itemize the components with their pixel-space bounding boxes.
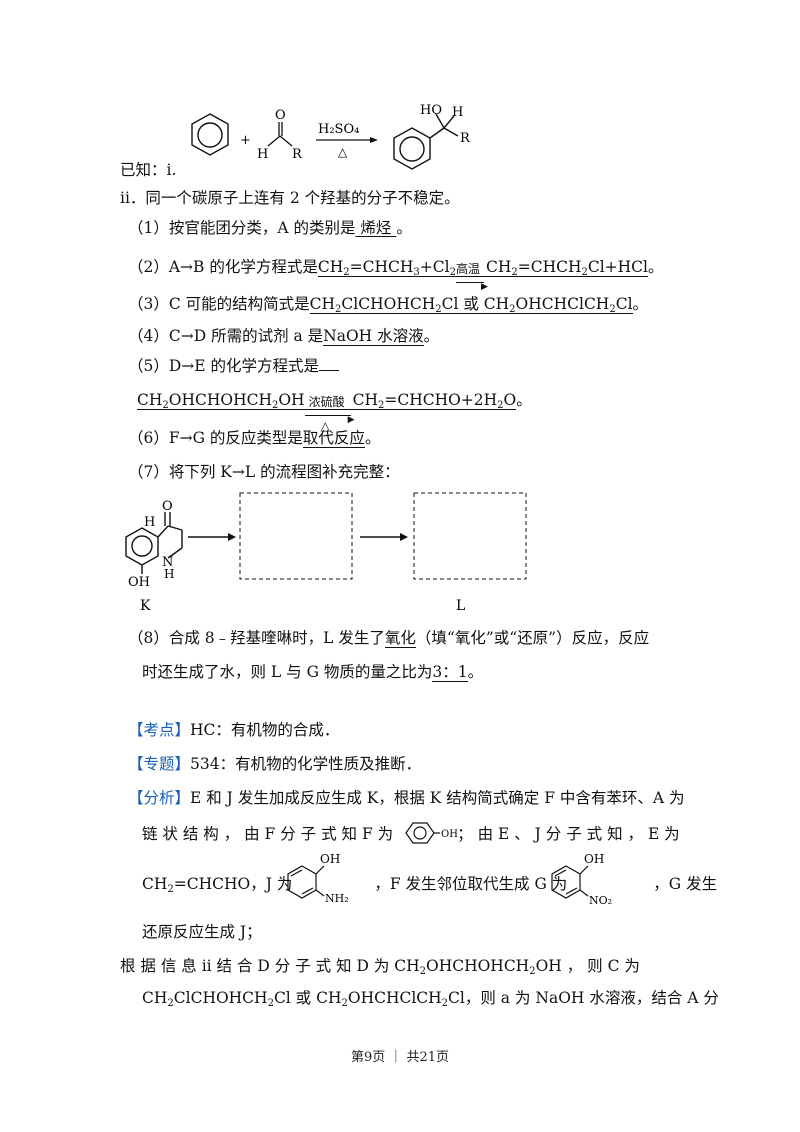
reagent-h2so4: H₂SO₄	[318, 122, 359, 137]
question-6: （6）F→G 的反应类型是 取代反应 。	[128, 429, 381, 448]
kaodian: 【考点】HC：有机物的合成．	[128, 721, 340, 739]
aldehyde-R: R	[292, 147, 303, 162]
known-reaction-scheme: + O H R H₂SO₄ △ HO H R	[191, 103, 471, 170]
phenol-structure: OH	[405, 822, 458, 844]
page-footer: 第9页 ｜ 共21页	[350, 1050, 450, 1065]
question-3: （3）C 可能的结构简式是 CH2ClCHOHCH2Cl 或 CH2OHCHCl…	[128, 295, 649, 315]
question-8: （8）合成 8﹣羟基喹啉时，L 发生了 氧化 （填“氧化”或“还原”）反应，反应	[128, 629, 650, 648]
blank-box-2[interactable]	[413, 492, 527, 580]
condition-conc-h2so4: 浓硫酸	[308, 395, 345, 409]
answer-6: 取代反应	[302, 429, 365, 448]
label-L: L	[456, 598, 465, 614]
G-NO2: NO₂	[589, 894, 612, 907]
product-benzene-ring	[393, 113, 459, 170]
K-N-H: H	[164, 567, 174, 581]
aldehyde-O: O	[275, 108, 286, 123]
plus-sign: +	[240, 133, 251, 148]
flow-diagram-K-L: O H OH N H K L	[125, 492, 527, 614]
flow-arrow-1-head	[228, 533, 236, 541]
condition-heat: △	[320, 419, 330, 433]
G-OH: OH	[584, 852, 604, 866]
question-1: （1）按官能团分类，A 的类别是 烯烃 。	[128, 219, 412, 237]
question-8-line2: 时还生成了水，则 L 与 G 物质的量之比为 3：1 。	[142, 663, 484, 682]
answer-8-ratio: 3：1	[432, 663, 468, 682]
product-HO: HO	[420, 103, 442, 118]
question-7: （7）将下列 K→L 的流程图补充完整：	[128, 463, 400, 481]
aldehyde-H: H	[257, 147, 268, 162]
fenxi-line-5: 根 据 信 息 ii 结 合 D 分 子 式 知 D 为 CH2OHCHOHCH…	[120, 957, 640, 977]
K-OH: OH	[128, 575, 150, 590]
J-NH2: NH₂	[325, 892, 349, 904]
K-N: N	[162, 555, 173, 570]
answer-8-type: 氧化	[384, 629, 416, 648]
condition-high-temp: 高温	[455, 262, 480, 276]
product-H: H	[452, 105, 463, 120]
fenxi-line-3: CH2=CHCHO，J 为，F 发生邻位取代生成 G 为，G 发生	[142, 875, 718, 895]
fenxi-line-4: 还原反应生成 J；	[142, 923, 262, 941]
answer-4: NaOH 水溶液	[323, 327, 424, 346]
J-OH: OH	[320, 852, 340, 866]
item-ii: ii．同一个碳原子上连有 2 个羟基的分子不稳定。	[120, 189, 460, 207]
blank-box-1[interactable]	[239, 492, 353, 580]
label-K: K	[140, 598, 151, 614]
question-4: （4）C→D 所需的试剂 a 是 NaOH 水溶液 。	[128, 327, 440, 346]
question-5: （5）D→E 的化学方程式是	[128, 356, 340, 376]
benzene-ring-1	[191, 113, 229, 156]
flow-arrow-2-head	[400, 533, 408, 541]
reagent-heat: △	[338, 145, 348, 159]
aldehyde-structure	[267, 122, 293, 147]
arrow-head	[370, 137, 378, 143]
fenxi-line-6: CH2ClCHOHCH2Cl 或 CH2OHCHClCH2Cl，则 a 为 Na…	[142, 989, 719, 1009]
K-O: O	[162, 499, 173, 514]
K-H: H	[144, 515, 155, 530]
answer-3: CH2ClCHOHCH2Cl 或 CH2OHCHClCH2Cl	[309, 295, 633, 315]
known-label: 已知：i.	[120, 161, 177, 179]
phenol-OH: OH	[441, 829, 458, 840]
aminophenol-structure: OH NH₂	[287, 852, 349, 904]
fenxi-line-1: 【分析】E 和 J 发生加成反应生成 K，根据 K 结构简式确定 F 中含有苯环…	[128, 789, 685, 807]
answer-1: 烯烃	[355, 219, 397, 237]
K-structure	[125, 512, 183, 574]
zhuanti: 【专题】534：有机物的化学性质及推断．	[128, 755, 422, 773]
nitrophenol-structure: OH NO₂	[551, 852, 612, 907]
fenxi-line-2: 链 状 结 构 ， 由 F 分 子 式 知 F 为； 由 E 、 J 分 子 式…	[142, 825, 680, 843]
product-R: R	[460, 131, 471, 146]
